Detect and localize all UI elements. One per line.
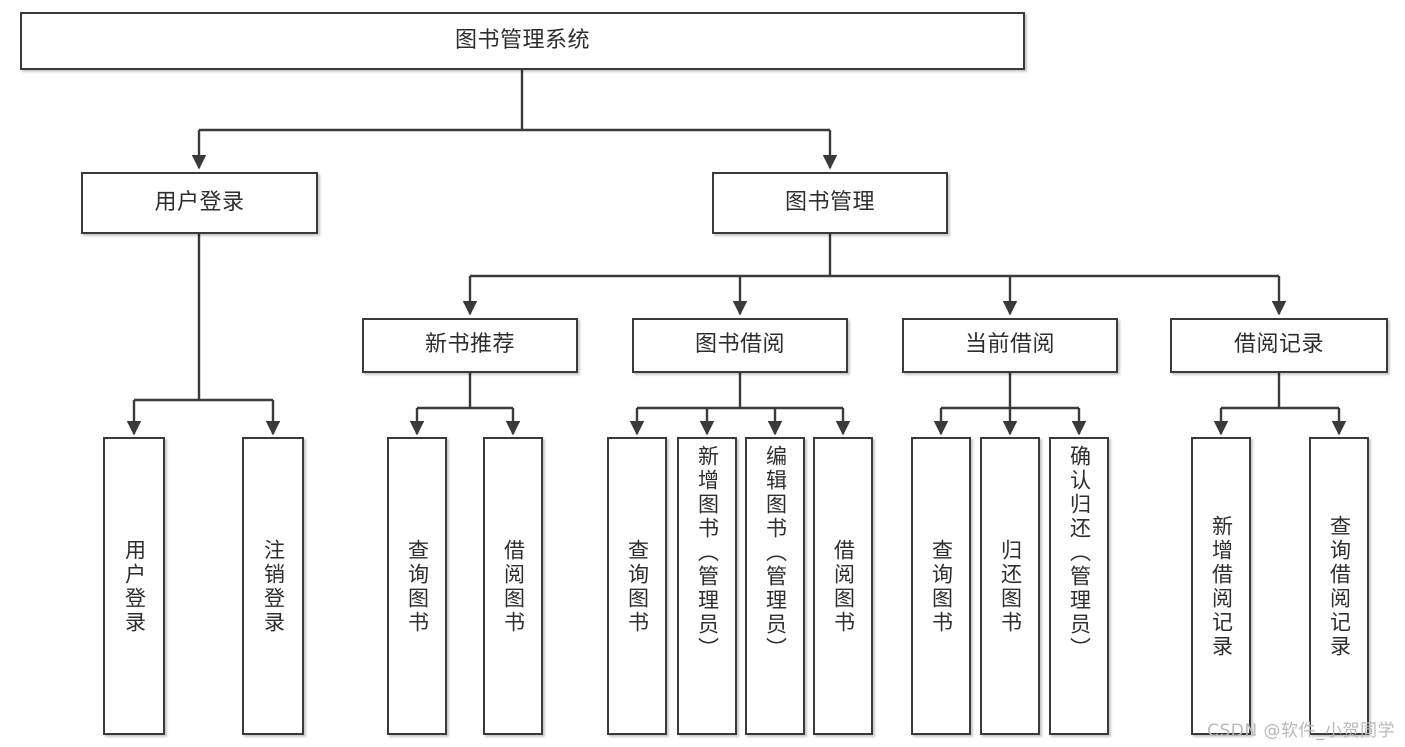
node-leaf-borrow-book-2-label: 借阅图书 <box>831 539 856 635</box>
node-user-login-label: 用户登录 <box>154 189 245 215</box>
node-leaf-confirm-return-label: 确认归还（管理员） <box>1067 445 1092 661</box>
node-leaf-query-book-1-label: 查询图书 <box>405 539 430 635</box>
node-leaf-logout[interactable]: 注销登录 <box>242 437 304 735</box>
node-borrow-record-label: 借阅记录 <box>1233 332 1324 358</box>
node-leaf-query-book-3[interactable]: 查询图书 <box>911 437 971 735</box>
node-book-manage[interactable]: 图书管理 <box>712 172 948 234</box>
node-leaf-user-login[interactable]: 用户登录 <box>103 437 165 735</box>
watermark-text: CSDN @软件_小贺同学 <box>1207 721 1395 741</box>
node-new-book-rec-label: 新书推荐 <box>424 332 515 358</box>
node-leaf-borrow-book-2[interactable]: 借阅图书 <box>813 437 873 735</box>
node-leaf-query-book-3-label: 查询图书 <box>929 539 954 635</box>
node-leaf-add-record[interactable]: 新增借阅记录 <box>1191 437 1251 735</box>
node-leaf-query-book-1[interactable]: 查询图书 <box>387 437 447 735</box>
node-leaf-borrow-book-1[interactable]: 借阅图书 <box>483 437 543 735</box>
node-root[interactable]: 图书管理系统 <box>20 12 1025 70</box>
node-leaf-confirm-return[interactable]: 确认归还（管理员） <box>1049 437 1109 735</box>
node-leaf-edit-book[interactable]: 编辑图书（管理员） <box>745 437 805 735</box>
node-leaf-borrow-book-1-label: 借阅图书 <box>501 539 526 635</box>
node-book-borrow-label: 图书借阅 <box>694 332 785 358</box>
node-leaf-query-book-2-label: 查询图书 <box>625 539 650 635</box>
node-leaf-edit-book-label: 编辑图书（管理员） <box>763 445 788 661</box>
node-new-book-rec[interactable]: 新书推荐 <box>362 318 578 373</box>
node-user-login[interactable]: 用户登录 <box>81 172 318 234</box>
node-leaf-user-login-label: 用户登录 <box>122 539 147 635</box>
node-leaf-add-book[interactable]: 新增图书（管理员） <box>677 437 737 735</box>
node-leaf-add-record-label: 新增借阅记录 <box>1209 515 1234 659</box>
node-leaf-query-book-2[interactable]: 查询图书 <box>607 437 667 735</box>
node-leaf-query-record[interactable]: 查询借阅记录 <box>1309 437 1369 735</box>
node-leaf-query-record-label: 查询借阅记录 <box>1327 515 1352 659</box>
node-book-borrow[interactable]: 图书借阅 <box>632 318 848 373</box>
node-leaf-logout-label: 注销登录 <box>261 539 286 635</box>
node-current-borrow[interactable]: 当前借阅 <box>902 318 1118 373</box>
node-leaf-return-book[interactable]: 归还图书 <box>980 437 1040 735</box>
node-book-manage-label: 图书管理 <box>784 189 875 215</box>
node-current-borrow-label: 当前借阅 <box>964 332 1055 358</box>
node-root-label: 图书管理系统 <box>454 27 590 53</box>
node-leaf-return-book-label: 归还图书 <box>998 539 1023 635</box>
node-leaf-add-book-label: 新增图书（管理员） <box>695 445 720 661</box>
node-borrow-record[interactable]: 借阅记录 <box>1170 318 1388 373</box>
